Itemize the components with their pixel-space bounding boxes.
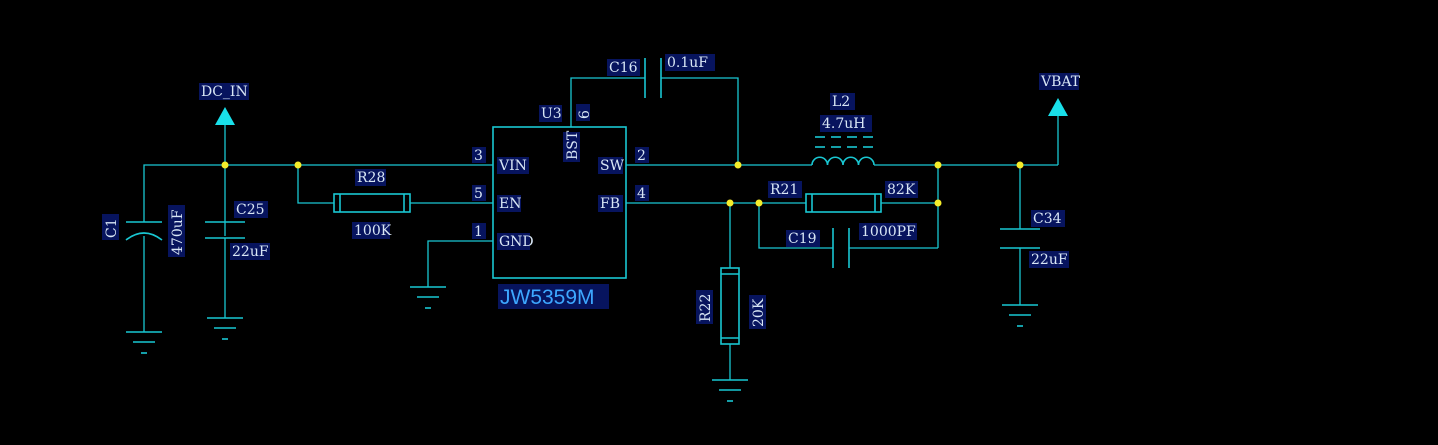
l2-ref-label: L2 — [832, 94, 850, 110]
c34-ref-label: C34 — [1033, 211, 1062, 227]
c1-capacitor-icon — [125, 221, 163, 241]
pin-en-name: EN — [499, 196, 521, 212]
junction-dc-in — [221, 161, 229, 169]
c16-value-label: 0.1uF — [667, 55, 708, 71]
pin-sw-name: SW — [600, 158, 625, 174]
wire-r28-left — [297, 165, 334, 204]
wire-bst — [570, 77, 645, 127]
u3-ref-label: U3 — [541, 106, 562, 122]
label-backgrounds — [102, 54, 1079, 329]
junction-out — [934, 161, 942, 169]
l2-inductor-icon — [811, 136, 875, 166]
c25-ref-label: C25 — [236, 202, 265, 218]
pin-sw-number: 2 — [637, 148, 646, 164]
pin-en-number: 5 — [474, 186, 483, 202]
junction-fb-c19 — [755, 199, 763, 207]
wires — [143, 77, 1059, 380]
r28-value-label: 100K — [354, 223, 392, 239]
pin-fb-number: 4 — [637, 186, 646, 202]
pin-vin-name: VIN — [498, 158, 527, 174]
pin-vin-number: 3 — [474, 148, 483, 164]
r28-ref-label: R28 — [357, 170, 385, 186]
ground-c1-icon — [126, 331, 162, 354]
c34-value-label: 22uF — [1031, 252, 1068, 268]
junction-en — [294, 161, 302, 169]
c1-value-label: 470uF — [170, 209, 186, 255]
r21-value-label: 82K — [887, 182, 916, 198]
ground-r22-icon — [712, 379, 748, 402]
net-label-vbat: VBAT — [1040, 74, 1081, 90]
net-label-dc-in: DC_IN — [201, 84, 248, 100]
wire-input-rail — [143, 164, 493, 222]
pin-bst-number: 6 — [577, 110, 593, 119]
wire-c16-right — [661, 77, 739, 165]
vbat-arrow-icon — [1048, 98, 1068, 116]
ground-c25-icon — [207, 317, 243, 340]
c1-ref-label: C1 — [104, 218, 120, 238]
c19-value-label: 1000PF — [861, 224, 916, 240]
pin-bst-name: BST — [565, 130, 581, 160]
junction-fb-r22 — [726, 199, 734, 207]
pin-gnd-name: GND — [499, 234, 534, 250]
r21-ref-label: R21 — [770, 182, 798, 198]
ground-gnd-pin-icon — [410, 286, 446, 309]
c19-ref-label: C19 — [788, 231, 817, 247]
dc-in-arrow-icon — [215, 107, 235, 125]
junction-vbat — [1016, 161, 1024, 169]
wire-gnd-pin — [427, 240, 493, 287]
u3-part-number: JW5359M — [500, 286, 595, 309]
ground-c34-icon — [1002, 304, 1038, 327]
junction-sw — [734, 161, 742, 169]
r22-resistor-icon — [720, 267, 740, 345]
junctions — [221, 161, 1024, 207]
l2-value-label: 4.7uH — [822, 116, 866, 132]
r28-resistor-icon — [333, 193, 411, 213]
wire-c19-left — [758, 203, 833, 249]
c19-capacitor-icon — [832, 228, 850, 268]
c25-capacitor-icon — [205, 221, 245, 239]
c16-ref-label: C16 — [609, 60, 638, 76]
junction-r21-right — [934, 199, 942, 207]
pin-fb-name: FB — [600, 196, 620, 212]
c34-capacitor-icon — [1000, 228, 1040, 249]
c25-value-label: 22uF — [232, 244, 269, 260]
r22-ref-label: R22 — [698, 294, 714, 322]
pin-gnd-number: 1 — [474, 224, 483, 240]
c16-capacitor-icon — [644, 58, 662, 98]
r22-value-label: 20K — [751, 298, 767, 327]
u3-ic-body — [492, 126, 627, 279]
r21-resistor-icon — [805, 193, 882, 213]
